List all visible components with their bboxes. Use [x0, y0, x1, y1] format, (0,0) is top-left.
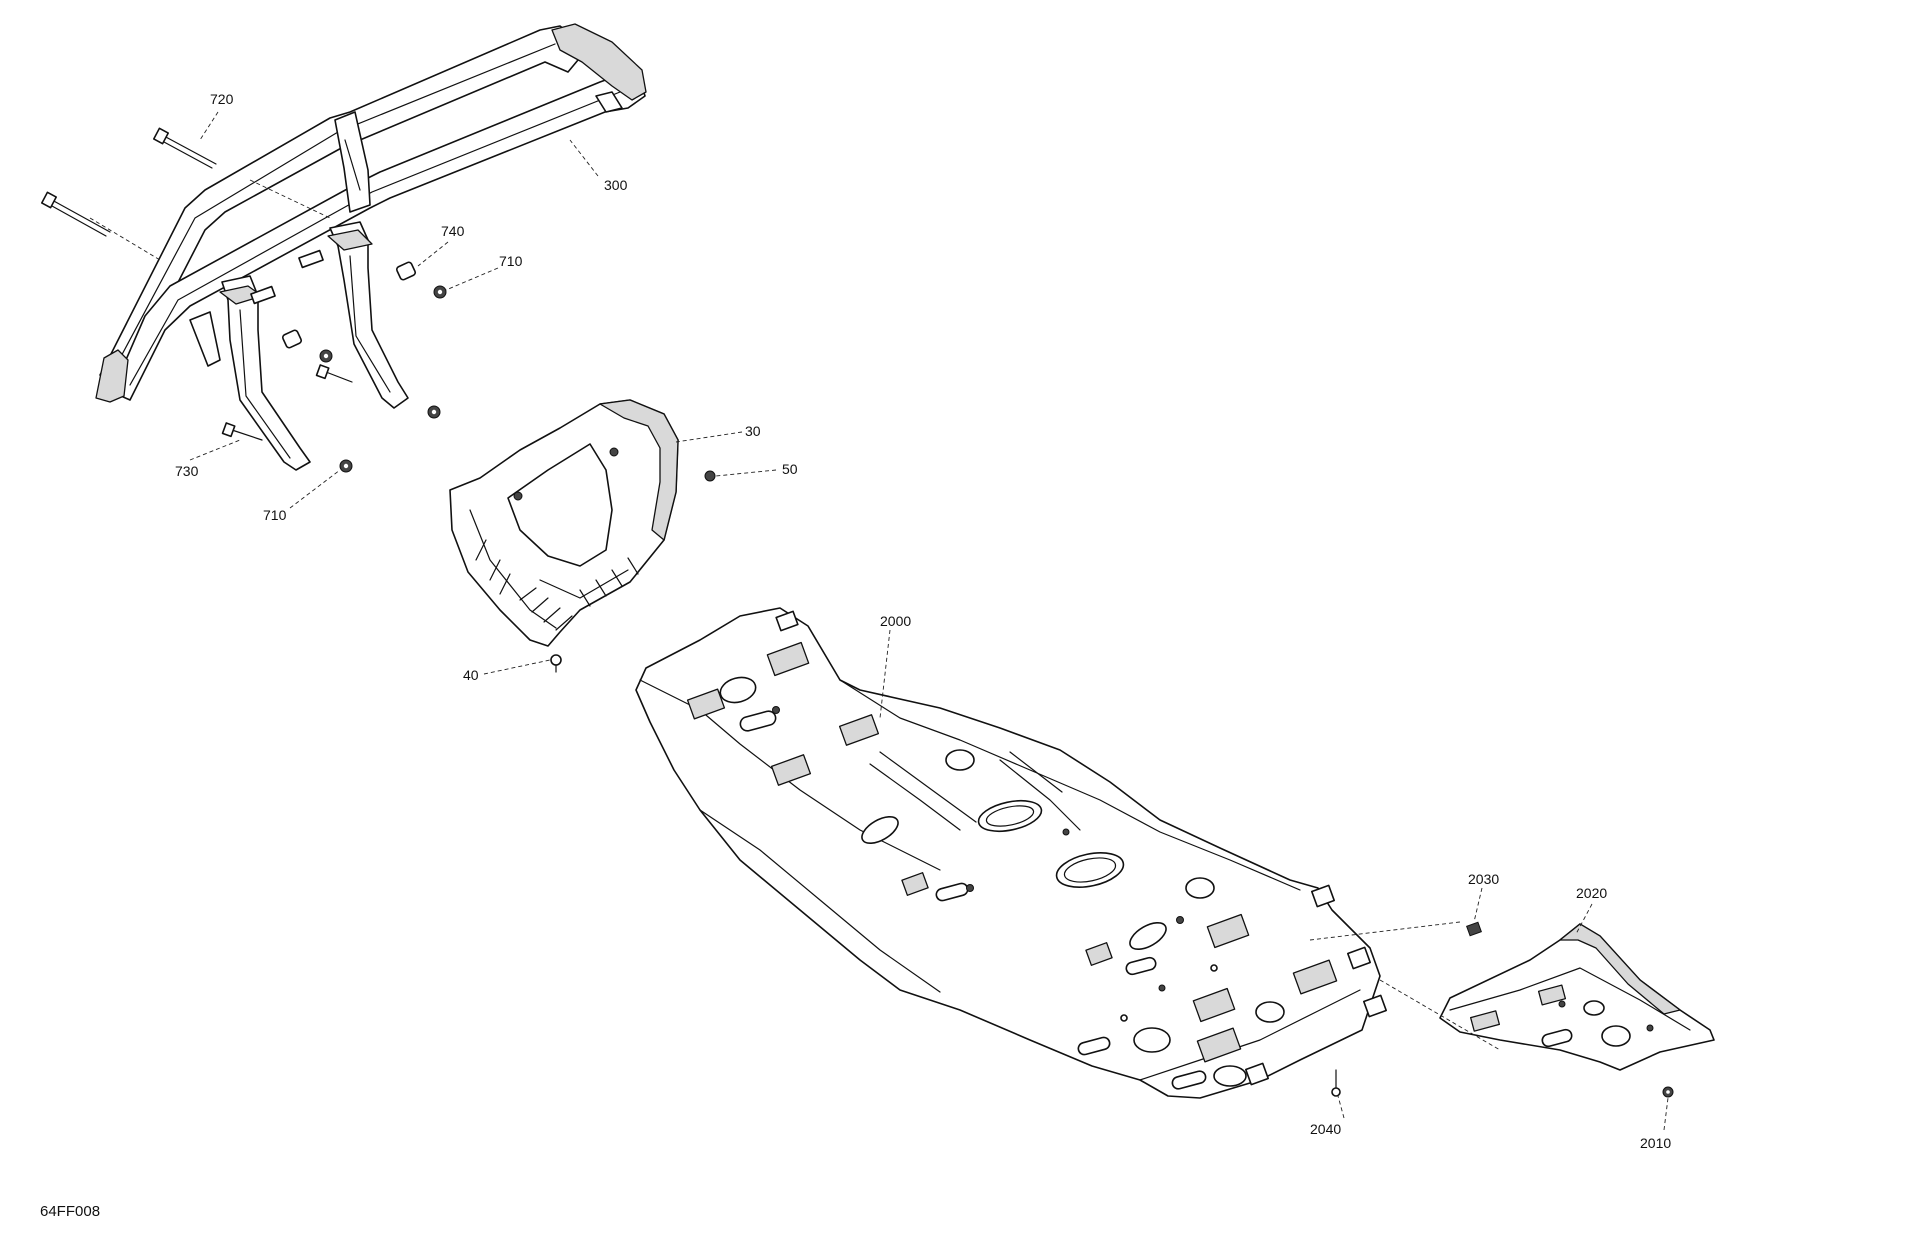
bolt-720-upper: [152, 127, 217, 169]
panel-ribs: [475, 539, 639, 631]
skid-plate-openings: [719, 676, 1285, 1087]
rear-skid-outline: [1439, 923, 1715, 1071]
nut-2030: [1466, 921, 1482, 937]
nut-710-d: [339, 459, 353, 473]
panel-window: [507, 443, 613, 567]
bumper-right-end: [551, 23, 647, 101]
nut-710-b: [319, 349, 333, 363]
callout-30: 30: [745, 423, 761, 439]
bumper-left-end: [95, 349, 129, 403]
skid-plate-tabs: [775, 610, 1387, 1086]
screw-40: [550, 654, 562, 673]
front-bumper-frame: [95, 23, 647, 471]
skid-plate-holes: [772, 706, 1218, 1022]
skid-plate-2000: [635, 607, 1387, 1099]
callout-710-lower: 710: [263, 507, 287, 523]
clip-50: [704, 470, 716, 482]
spacer-740-right: [395, 261, 417, 281]
bumper-right-leg: [329, 221, 409, 409]
fastener-2010: [1662, 1086, 1674, 1098]
bumper-left-leg: [221, 275, 311, 471]
callout-2030: 2030: [1468, 871, 1499, 887]
skid-plate-grilles: [686, 641, 1338, 1063]
bumper-lower-tube: [111, 73, 646, 401]
bolt-730-b: [221, 422, 263, 441]
figure-code: 64FF008: [40, 1203, 100, 1220]
callout-50: 50: [782, 461, 798, 477]
callout-730: 730: [175, 463, 199, 479]
callout-720: 720: [210, 91, 234, 107]
callout-2040: 2040: [1310, 1121, 1341, 1137]
callout-2010: 2010: [1640, 1135, 1671, 1151]
skid-plate-slots: [739, 710, 1207, 1090]
spacer-740-left: [281, 329, 303, 349]
callout-710-upper: 710: [499, 253, 523, 269]
nut-710-c: [427, 405, 441, 419]
screw-2040: [1331, 1069, 1341, 1097]
bolt-720-lower: [40, 191, 111, 237]
skid-plate-outline: [635, 607, 1381, 1099]
front-panel-30: [449, 399, 679, 647]
callout-40: 40: [463, 667, 479, 683]
callout-labels: 720 300 740 710 730 710 30 50 40 2000 20…: [175, 91, 1671, 1151]
callout-2020: 2020: [1576, 885, 1607, 901]
callout-300: 300: [604, 177, 628, 193]
rear-skid-plate-2020: [1439, 923, 1715, 1071]
panel-rim: [599, 399, 679, 541]
leader-lines: [89, 111, 1669, 1131]
bolt-730-a: [315, 364, 353, 383]
nut-710-a: [433, 285, 447, 299]
callout-2000: 2000: [880, 613, 911, 629]
bumper-fasteners: [40, 127, 447, 473]
callout-740: 740: [441, 223, 465, 239]
